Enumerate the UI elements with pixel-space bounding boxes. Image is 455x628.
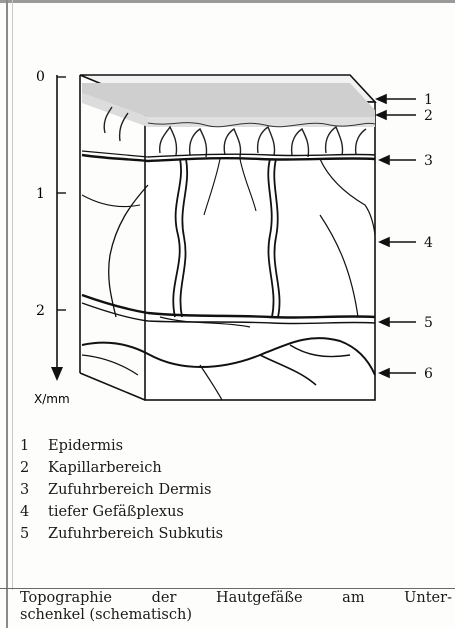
caption-word: Unter- — [404, 590, 452, 607]
legend-item: 5 Zufuhrbereich Subkutis — [20, 526, 440, 548]
legend-label: Zufuhrbereich Subkutis — [48, 526, 223, 542]
callout-2: 2 — [424, 108, 433, 124]
caption-line-2: schenkel (schematisch) — [20, 607, 452, 624]
legend-item: 1 Epidermis — [20, 438, 440, 460]
left-margin-rule — [6, 0, 8, 628]
axis-tick-1: 1 — [36, 186, 45, 202]
legend-number: 2 — [20, 460, 48, 476]
legend-item: 3 Zufuhrbereich Dermis — [20, 482, 440, 504]
depth-axis: 0 1 2 X/mm — [34, 69, 70, 406]
legend-label: Kapillarbereich — [48, 460, 162, 476]
legend-item: 2 Kapillarbereich — [20, 460, 440, 482]
legend-number: 4 — [20, 504, 48, 520]
callout-numbers: 1 2 3 4 5 6 — [424, 92, 433, 382]
callout-arrows — [377, 95, 416, 377]
top-border — [0, 0, 455, 3]
caption-divider — [0, 588, 455, 589]
figure-caption: Topographie der Hautgefäße am Unter- sch… — [20, 590, 452, 624]
caption-line-1: Topographie der Hautgefäße am Unter- — [20, 590, 452, 607]
legend-label: Zufuhrbereich Dermis — [48, 482, 211, 498]
caption-word: der — [152, 590, 177, 607]
legend-label: Epidermis — [48, 438, 123, 454]
figure-legend: 1 Epidermis 2 Kapillarbereich 3 Zufuhrbe… — [20, 438, 440, 548]
callout-5: 5 — [424, 315, 433, 331]
axis-label: X/mm — [34, 392, 70, 406]
axis-tick-2: 2 — [36, 303, 45, 319]
legend-number: 5 — [20, 526, 48, 542]
callout-1: 1 — [424, 92, 433, 108]
skin-vessel-schematic: 0 1 2 X/mm — [20, 55, 452, 425]
caption-word: Topographie — [20, 590, 112, 607]
skin-vessel-figure: 0 1 2 X/mm — [20, 55, 452, 425]
caption-word: am — [342, 590, 364, 607]
callout-4: 4 — [424, 235, 433, 251]
callout-3: 3 — [424, 153, 433, 169]
legend-item: 4 tiefer Gefäßplexus — [20, 504, 440, 526]
legend-number: 3 — [20, 482, 48, 498]
epidermis-layer — [82, 83, 375, 127]
callout-6: 6 — [424, 366, 433, 382]
caption-word: Hautgefäße — [216, 590, 303, 607]
legend-number: 1 — [20, 438, 48, 454]
left-margin-rule-inner — [12, 0, 13, 590]
axis-tick-0: 0 — [36, 69, 45, 85]
legend-label: tiefer Gefäßplexus — [48, 504, 184, 520]
